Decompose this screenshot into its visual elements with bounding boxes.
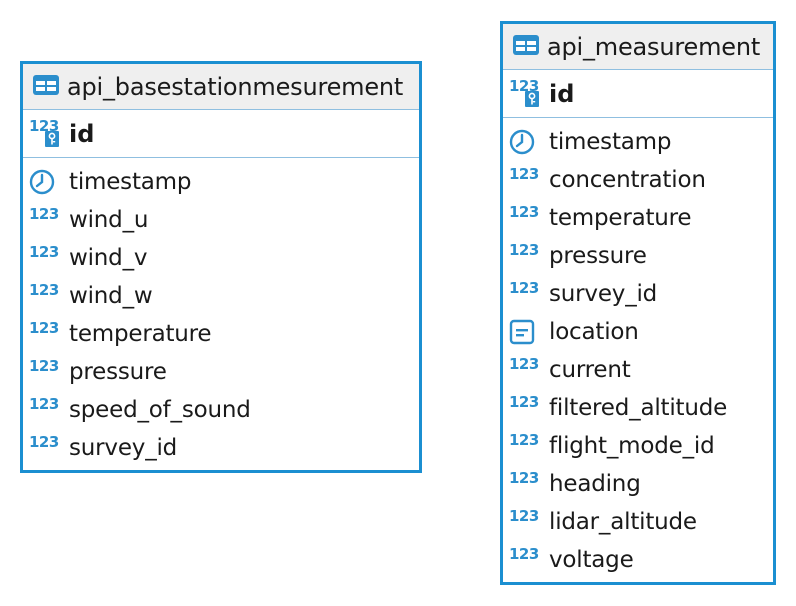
column-label: pressure [549, 243, 647, 269]
column-row-wind-v[interactable]: 123 wind_v [23, 239, 419, 277]
table-icon [513, 34, 539, 59]
number-icon: 123 [509, 430, 539, 449]
column-label: wind_w [69, 283, 153, 309]
column-row-filtered-altitude[interactable]: 123 filtered_altitude [503, 389, 773, 427]
number-icon: 123 [29, 204, 59, 223]
column-row-pressure[interactable]: 123 pressure [503, 237, 773, 275]
column-row-current[interactable]: 123 current [503, 351, 773, 389]
column-label: filtered_altitude [549, 395, 728, 421]
column-label: survey_id [549, 281, 658, 307]
column-row-wind-w[interactable]: 123 wind_w [23, 277, 419, 315]
column-label: current [549, 357, 631, 383]
column-row-temperature[interactable]: 123 temperature [23, 315, 419, 353]
column-label: concentration [549, 167, 706, 193]
number-icon: 123 [509, 202, 539, 221]
column-row-lidar-altitude[interactable]: 123 lidar_altitude [503, 503, 773, 541]
entity-api-measurement[interactable]: api_measurement 123 id timestamp 123 [500, 21, 776, 585]
column-row-speed-of-sound[interactable]: 123 speed_of_sound [23, 391, 419, 429]
number-icon: 123 [509, 544, 539, 563]
column-row-timestamp[interactable]: timestamp [23, 163, 419, 201]
number-icon: 123 [29, 432, 59, 451]
column-row-flight-mode-id[interactable]: 123 flight_mode_id [503, 427, 773, 465]
column-label: pressure [69, 359, 167, 385]
number-icon: 123 [29, 318, 59, 337]
clock-icon [509, 128, 543, 156]
column-label: heading [549, 471, 641, 497]
column-row-location[interactable]: location [503, 313, 773, 351]
clock-icon [29, 168, 63, 196]
number-icon: 123 [29, 356, 59, 375]
column-row-timestamp[interactable]: timestamp [503, 123, 773, 161]
number-icon: 123 [509, 392, 539, 411]
column-label: location [549, 319, 639, 345]
text-field-icon [509, 318, 543, 346]
primary-key-number-icon: 123 [29, 117, 63, 151]
entity-title: api_basestationmesurement [67, 72, 404, 101]
column-label: speed_of_sound [69, 397, 251, 423]
column-row-survey-id[interactable]: 123 survey_id [503, 275, 773, 313]
entity-api-basestationmesurement[interactable]: api_basestationmesurement 123 id timesta… [20, 61, 422, 473]
column-label: temperature [549, 205, 692, 231]
column-label: flight_mode_id [549, 433, 715, 459]
column-label: lidar_altitude [549, 509, 697, 535]
column-row-concentration[interactable]: 123 concentration [503, 161, 773, 199]
column-label: wind_u [69, 207, 149, 233]
column-label: temperature [69, 321, 212, 347]
entity-header[interactable]: api_basestationmesurement [23, 64, 419, 110]
column-label: timestamp [69, 169, 192, 195]
primary-key-number-icon: 123 [509, 77, 543, 111]
column-label: survey_id [69, 435, 178, 461]
column-row-heading[interactable]: 123 heading [503, 465, 773, 503]
number-icon: 123 [509, 468, 539, 487]
column-row-voltage[interactable]: 123 voltage [503, 541, 773, 579]
column-label: timestamp [549, 129, 672, 155]
entity-title: api_measurement [547, 32, 761, 61]
column-list: timestamp 123 wind_u 123 wind_v 123 wind… [23, 158, 419, 467]
primary-key-row[interactable]: 123 id [23, 110, 419, 158]
column-row-survey-id[interactable]: 123 survey_id [23, 429, 419, 467]
number-icon: 123 [509, 506, 539, 525]
table-icon [33, 74, 59, 99]
number-icon: 123 [29, 394, 59, 413]
column-row-pressure[interactable]: 123 pressure [23, 353, 419, 391]
primary-key-label: id [549, 79, 575, 108]
number-icon: 123 [509, 278, 539, 297]
entity-header[interactable]: api_measurement [503, 24, 773, 70]
column-row-wind-u[interactable]: 123 wind_u [23, 201, 419, 239]
column-list: timestamp 123 concentration 123 temperat… [503, 118, 773, 579]
number-icon: 123 [509, 240, 539, 259]
number-icon: 123 [29, 280, 59, 299]
number-icon: 123 [509, 354, 539, 373]
number-icon: 123 [509, 164, 539, 183]
number-icon: 123 [29, 242, 59, 261]
column-label: wind_v [69, 245, 148, 271]
column-row-temperature[interactable]: 123 temperature [503, 199, 773, 237]
column-label: voltage [549, 547, 634, 573]
primary-key-row[interactable]: 123 id [503, 70, 773, 118]
primary-key-label: id [69, 119, 95, 148]
